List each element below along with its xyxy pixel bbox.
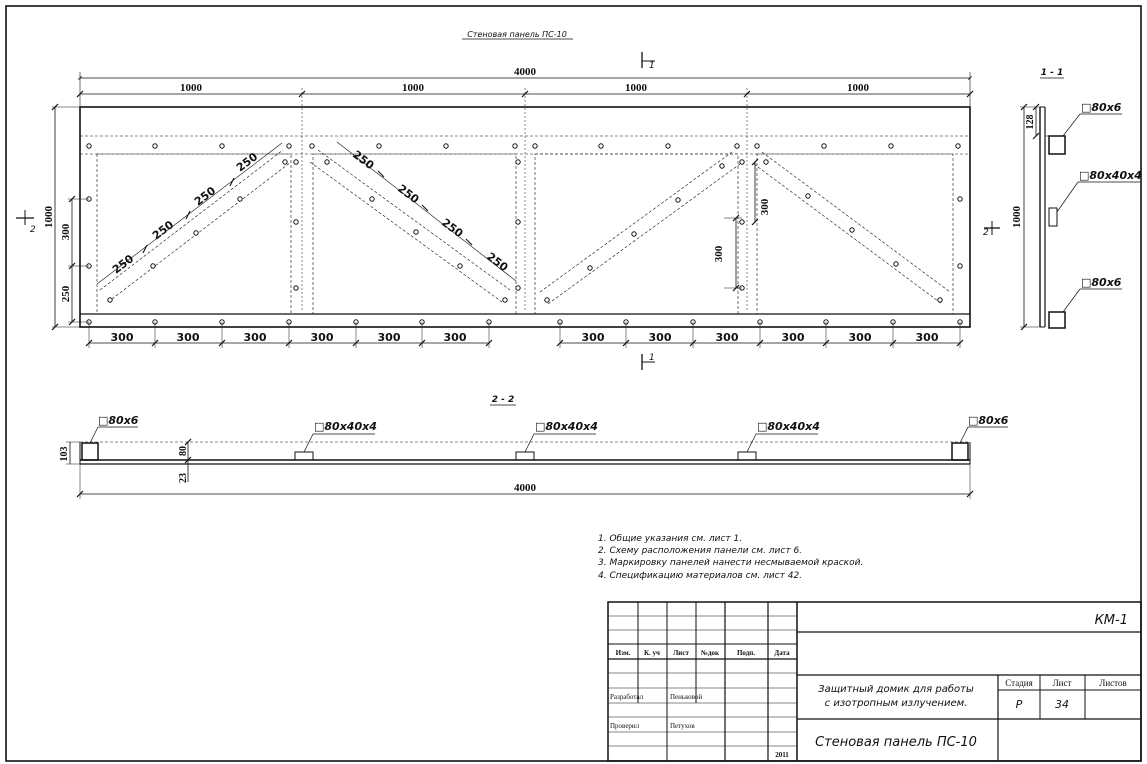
tb-sheet-value: 34	[1055, 698, 1069, 711]
sec2-profile-1: □80x40x4	[314, 420, 377, 433]
section-1-1: 1 - 1 1000 128 □80x6 □80x40x4 □80x6	[983, 68, 1142, 331]
sec2-dim-23: 23	[178, 473, 189, 483]
cut-mark-top: 1	[641, 52, 655, 71]
tb-sheets-header: Листов	[1099, 678, 1126, 688]
dim-300-b9: 300	[716, 331, 739, 344]
drawing-title: Стеновая панель ПС-10	[467, 30, 567, 39]
dim-module-4: 1000	[847, 82, 870, 94]
dim-300-b7: 300	[582, 331, 605, 344]
sheet-frame	[5, 5, 1142, 762]
dim-module-3: 1000	[625, 82, 648, 94]
svg-text:2: 2	[983, 228, 989, 238]
note-2: 2. Схему расположения панели см. лист 6.	[598, 546, 802, 556]
dim-250-c: 250	[192, 184, 218, 208]
tb-sheet-header: Лист	[1053, 678, 1072, 688]
tb-col-list: Лист	[673, 649, 689, 657]
tb-drawing-name: Стеновая панель ПС-10	[815, 735, 977, 750]
dim-300-b10: 300	[782, 331, 805, 344]
sec2-dim-total: 4000	[514, 482, 537, 494]
sec1-profile-mid: □80x40x4	[1079, 169, 1142, 182]
cut-mark-left: 2	[16, 210, 36, 235]
title-block	[607, 601, 1142, 762]
tb-checked-name: Петухов	[670, 722, 695, 730]
dim-300-inner-a: 300	[713, 245, 725, 262]
dim-300-b5: 300	[378, 331, 401, 344]
title-block-text: КМ-1 Изм. К. уч Лист №док Подп. Дата Раз…	[610, 613, 1128, 759]
sec1-dim-top: 128	[1025, 115, 1036, 130]
tb-stage-header: Стадия	[1005, 678, 1032, 688]
dim-300-inner-b: 300	[759, 198, 771, 215]
dim-250-a: 250	[110, 252, 136, 276]
dim-250-h: 250	[484, 250, 510, 274]
notes: 1. Общие указания см. лист 1. 2. Схему р…	[598, 534, 863, 581]
tb-project-1: Защитный домик для работы	[818, 683, 974, 695]
dim-300-b1: 300	[111, 331, 134, 344]
section-2-2: 2 - 2 □80x6 □80x40x4 □80x40x4 □80x40x4 □…	[59, 395, 1009, 499]
dim-250-d: 250	[234, 150, 260, 174]
panel-outline	[79, 106, 971, 328]
dim-total-top: 4000	[514, 66, 537, 78]
sec2-profile-3: □80x40x4	[757, 420, 820, 433]
tb-col-izm: Изм.	[616, 649, 631, 657]
sec2-profile-left: □80x6	[98, 414, 139, 427]
dim-module-2: 1000	[402, 82, 425, 94]
dim-300-left: 300	[60, 223, 72, 240]
tb-col-ndok: №док	[700, 649, 720, 657]
sec1-dim-height: 1000	[1011, 206, 1023, 229]
tb-col-kuch: К. уч	[644, 649, 660, 657]
dim-300-b3: 300	[244, 331, 267, 344]
tb-col-podp: Подп.	[737, 649, 755, 657]
note-4: 4. Спецификацию материалов см. лист 42.	[598, 571, 802, 581]
tb-checked-label: Проверил	[610, 722, 640, 730]
dim-250-f: 250	[395, 182, 421, 206]
tb-project-2: с изотропным излучением.	[825, 698, 968, 709]
tb-col-data: Дата	[774, 649, 790, 657]
sec1-profile-bottom: □80x6	[1081, 276, 1122, 289]
main-elevation: 4000 1000 1000 1000 1000	[16, 66, 974, 370]
note-3: 3. Маркировку панелей нанести несмываемо…	[598, 558, 863, 568]
svg-text:2: 2	[30, 225, 36, 235]
sec2-profile-2: □80x40x4	[535, 420, 598, 433]
dim-300-b4: 300	[311, 331, 334, 344]
dim-300-b2: 300	[177, 331, 200, 344]
tb-stage-value: Р	[1016, 698, 1023, 711]
sec2-dim-103: 103	[59, 447, 70, 462]
sec2-dim-80: 80	[178, 446, 189, 456]
section-2-2-label: 2 - 2	[492, 395, 515, 405]
section-1-1-label: 1 - 1	[1041, 68, 1064, 78]
tb-code: КМ-1	[1095, 613, 1128, 628]
dim-250-left: 250	[60, 285, 72, 302]
sec1-profile-top: □80x6	[1081, 101, 1122, 114]
dim-300-b12: 300	[916, 331, 939, 344]
sec2-profile-right: □80x6	[968, 414, 1009, 427]
dim-250-b: 250	[150, 218, 176, 242]
bolt-holes	[86, 143, 963, 325]
tb-year: 2011	[775, 751, 789, 759]
svg-text:1: 1	[649, 353, 655, 363]
dim-height-left: 1000	[43, 206, 55, 229]
dim-300-b8: 300	[649, 331, 672, 344]
tb-developed-name: Пеньковой	[670, 693, 702, 701]
dim-module-1: 1000	[180, 82, 203, 94]
dim-300-b6: 300	[444, 331, 467, 344]
dim-300-b11: 300	[849, 331, 872, 344]
svg-text:1: 1	[649, 61, 655, 71]
dim-250-g: 250	[439, 216, 465, 240]
note-1: 1. Общие указания см. лист 1.	[598, 534, 742, 544]
dim-250-e: 250	[350, 148, 376, 172]
tb-developed-label: Разработал	[610, 693, 644, 701]
cut-mark-bottom: 1	[641, 353, 655, 370]
